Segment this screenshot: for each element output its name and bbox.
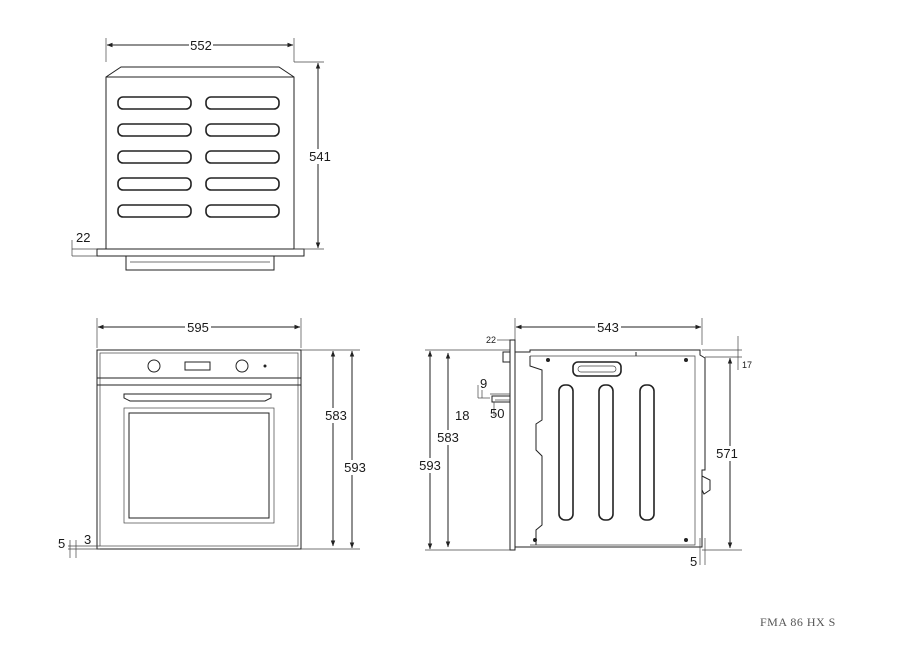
side-front-panel-label: 22 [486, 335, 496, 345]
side-depth-label: 543 [597, 320, 619, 335]
top-view-handle [125, 255, 275, 271]
top-view-front-panel [96, 248, 305, 257]
right-knob [235, 359, 249, 373]
side-view-body [515, 349, 706, 548]
top-depth-label: 541 [309, 149, 331, 164]
top-view-body [105, 66, 295, 249]
top-view-vents [117, 96, 280, 218]
door-handle [123, 393, 272, 402]
side-front-panel [509, 339, 516, 551]
side-vent-2 [598, 384, 614, 521]
front-inner-height-label: 583 [325, 408, 347, 423]
front-bottom-gap-b: 3 [84, 532, 91, 547]
side-rear-clip [701, 475, 711, 495]
side-top-offset-label: 17 [742, 360, 752, 370]
side-handle-depth-label: 50 [490, 406, 504, 421]
front-bottom-gap-a: 5 [58, 536, 65, 551]
top-width-label: 552 [190, 38, 212, 53]
side-height-inner-label: 583 [437, 430, 459, 445]
left-knob [147, 359, 161, 373]
side-body-height-label: 571 [716, 446, 738, 461]
front-view-body [96, 349, 302, 550]
side-vent-3 [639, 384, 655, 521]
display [184, 361, 211, 371]
top-front-thickness-label: 22 [76, 230, 90, 245]
indicator-dot [263, 364, 267, 368]
front-view: 595 583 593 5 3 [58, 318, 367, 558]
side-height-outer-label: 593 [419, 458, 441, 473]
model-code: FMA 86 HX S [760, 615, 836, 629]
side-handle-offset-label: 18 [455, 408, 469, 423]
front-outer-height-label: 593 [344, 460, 366, 475]
front-width-label: 595 [187, 320, 209, 335]
side-view: 543 22 9 18 50 [417, 318, 752, 569]
top-view: 552 541 22 [71, 38, 333, 271]
side-top-vent [572, 361, 622, 377]
side-handle-gap-label: 9 [480, 376, 487, 391]
oven-window [128, 412, 270, 519]
side-vent-1 [558, 384, 574, 521]
side-bottom-gap-label: 5 [690, 554, 697, 569]
